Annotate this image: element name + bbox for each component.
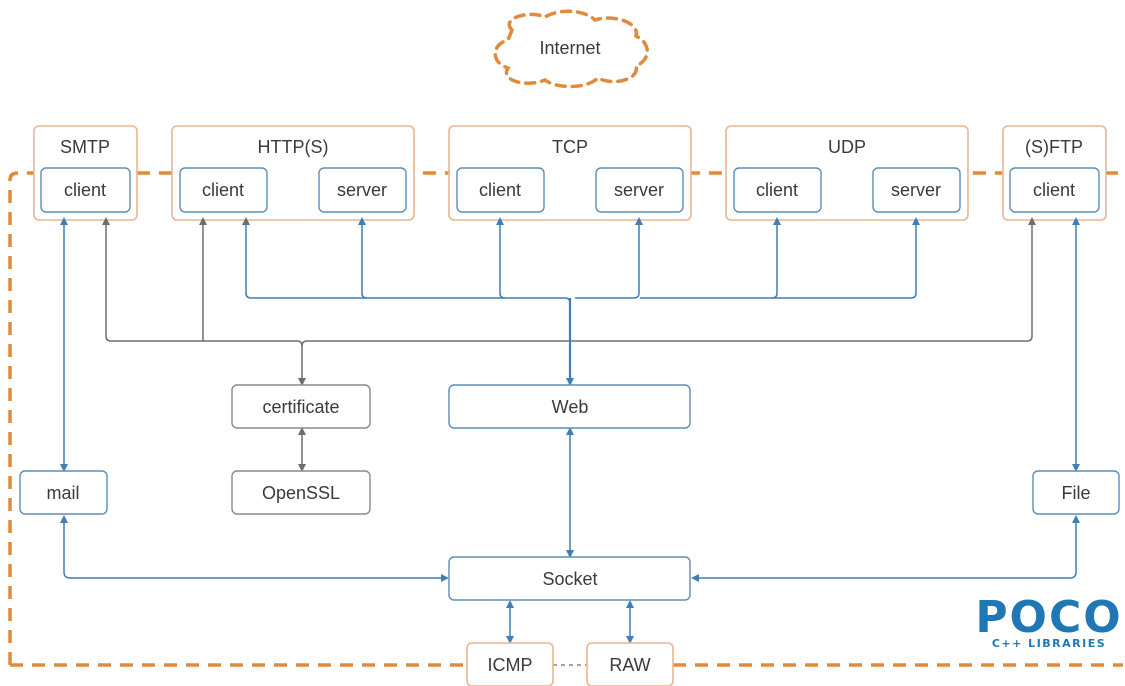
- raw-node[interactable]: RAW: [586, 642, 674, 686]
- tcp-client-label: client: [479, 180, 521, 200]
- icmp-label: ICMP: [488, 655, 533, 675]
- tcp-client-box[interactable]: [456, 167, 545, 213]
- udp-client-to-web-line: [771, 217, 781, 299]
- udp-server-label: server: [891, 180, 941, 200]
- tcp-client-to-web-line: [496, 217, 506, 299]
- file-node[interactable]: File: [1032, 470, 1120, 515]
- udp-server-to-web-line: [640, 217, 920, 299]
- file-label: File: [1061, 483, 1090, 503]
- protocol-smtp: SMTP client: [33, 125, 138, 221]
- socket-node[interactable]: Socket: [448, 556, 691, 601]
- ftp-client-box[interactable]: [1009, 167, 1100, 213]
- socket-connectors: [60, 217, 1080, 644]
- certificate-label: certificate: [262, 397, 339, 417]
- poco-logo: POCO C++ LIBRARIES: [975, 592, 1122, 650]
- http-client-label: client: [202, 180, 244, 200]
- tcp-server-box[interactable]: [595, 167, 684, 213]
- cloud-outline-icon: [493, 9, 649, 89]
- poco-logo-name: POCO: [975, 592, 1122, 643]
- tcp-title: TCP: [552, 137, 588, 157]
- file-socket-line: [691, 515, 1080, 582]
- smtp-client-box[interactable]: [40, 167, 131, 213]
- udp-client-box[interactable]: [733, 167, 822, 213]
- udp-client-label: client: [756, 180, 798, 200]
- socket-label: Socket: [542, 569, 597, 589]
- internet-label: Internet: [539, 38, 600, 58]
- openssl-node[interactable]: OpenSSL: [231, 470, 371, 515]
- poco-logo-tagline: C++ LIBRARIES: [992, 637, 1106, 650]
- certificate-node[interactable]: certificate: [231, 384, 371, 429]
- udp-title: UDP: [828, 137, 866, 157]
- mail-socket-line: [60, 515, 449, 582]
- smtp-to-certificate-line: [102, 217, 306, 386]
- ftp-to-certificate-line: [301, 217, 1036, 347]
- protocol-udp: UDP client server: [725, 125, 969, 221]
- protocol-http: HTTP(S) client server: [171, 125, 415, 221]
- tcp-server-to-web-line: [575, 217, 643, 299]
- openssl-label: OpenSSL: [262, 483, 340, 503]
- protocol-tcp: TCP client server: [448, 125, 692, 221]
- smtp-client-label: client: [64, 180, 106, 200]
- protocol-ftp: (S)FTP client: [1002, 125, 1107, 221]
- http-client-to-web-line: [242, 217, 574, 386]
- mail-node[interactable]: mail: [19, 470, 108, 515]
- smtp-title: SMTP: [60, 137, 110, 157]
- network-boundary: [8, 171, 1123, 667]
- mail-label: mail: [46, 483, 79, 503]
- web-connectors: [242, 217, 920, 386]
- http-title: HTTP(S): [258, 137, 329, 157]
- ftp-client-label: client: [1033, 180, 1075, 200]
- http-server-label: server: [337, 180, 387, 200]
- udp-server-box[interactable]: [872, 167, 961, 213]
- raw-label: RAW: [609, 655, 650, 675]
- icmp-node[interactable]: ICMP: [466, 642, 554, 686]
- http-client-box[interactable]: [179, 167, 268, 213]
- web-label: Web: [552, 397, 589, 417]
- tcp-server-label: server: [614, 180, 664, 200]
- web-node[interactable]: Web: [448, 384, 691, 429]
- ftp-title: (S)FTP: [1025, 137, 1083, 157]
- http-server-to-web-line: [358, 217, 368, 299]
- internet-cloud: Internet: [493, 9, 649, 89]
- http-server-box[interactable]: [318, 167, 407, 213]
